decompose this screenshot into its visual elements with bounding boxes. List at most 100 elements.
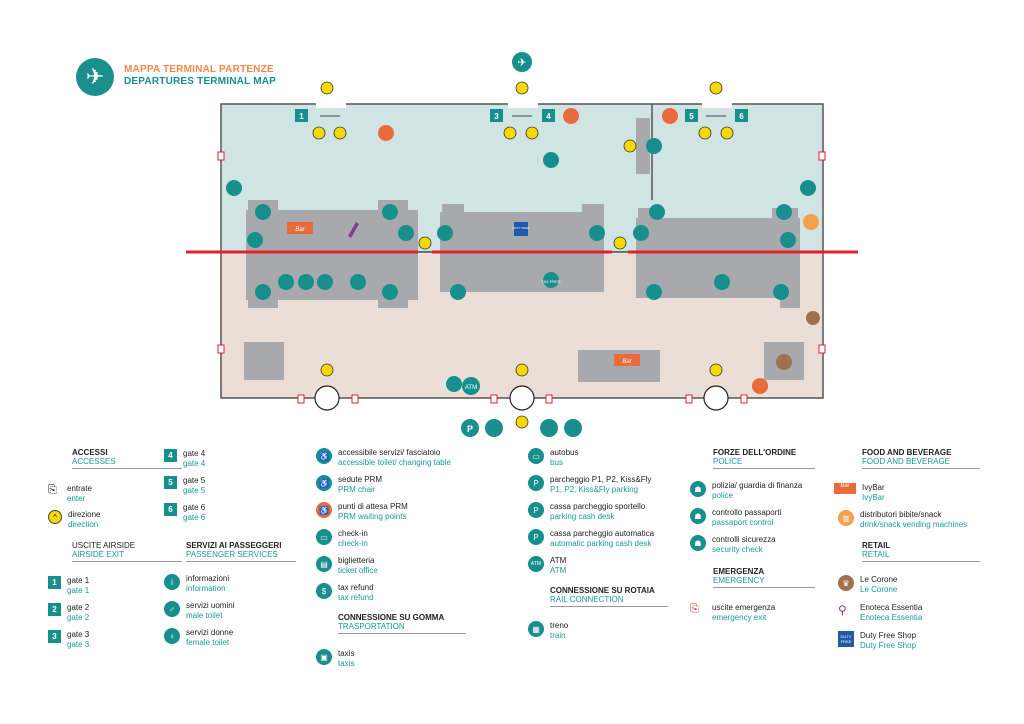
svg-text:5: 5	[689, 112, 694, 121]
prm-waiting-icon	[378, 108, 768, 394]
le-corone-icon	[806, 311, 820, 325]
ivybar-icon: Bar Bar	[287, 222, 640, 366]
gate-6-marker: 6	[735, 109, 748, 122]
page-title-it: MAPPA TERMINAL PARTENZE	[124, 64, 274, 75]
security-check-icon: ☗	[690, 535, 706, 551]
female-toilet-icon: ♀	[164, 628, 180, 644]
page-title-en: DEPARTURES TERMINAL MAP	[124, 76, 277, 87]
prm-chair-icon: ♿	[316, 475, 332, 491]
bus-icon: ▭	[528, 448, 544, 464]
svg-text:✈: ✈	[517, 57, 526, 69]
svg-text:6: 6	[739, 112, 744, 121]
duty-free-shop-icon: DUTY FREE	[838, 631, 854, 647]
svg-text:1: 1	[299, 112, 304, 121]
police-icon: ☗	[690, 481, 706, 497]
gate-5-marker: 5	[685, 109, 698, 122]
atm-icon: ATM	[528, 556, 544, 572]
vending-machine-icon	[803, 214, 819, 230]
automatic-parking-cash-desk-icon: P	[528, 529, 544, 545]
legend-servizi: SERVIZI AI PASSEGGERI PASSENGER SERVICES	[186, 541, 296, 562]
enoteca-icon	[348, 222, 359, 238]
legend-food: FOOD AND BEVERAGE FOOD AND BEVERAGE	[862, 448, 980, 469]
ticket-office-icon: ▤	[316, 556, 332, 572]
departures-plane-logo-icon: ✈	[76, 58, 114, 96]
check-in-icon: ▭	[316, 529, 332, 545]
gate-1-marker: 1	[295, 109, 308, 122]
duty-free-shop-icon: DUTY FREE	[513, 222, 530, 236]
svg-text:DUTY FREE: DUTY FREE	[513, 226, 530, 230]
le-corone-icon: ♛	[838, 575, 854, 591]
train-icon: ▦	[528, 621, 544, 637]
gate-3-marker: 3	[490, 109, 503, 122]
tax-refund-icon: $	[316, 583, 332, 599]
legend-rotaia: CONNESSIONE SU ROTAIA RAIL CONNECTION	[550, 586, 668, 607]
accessible-toilet-icon: ♿	[316, 448, 332, 464]
svg-text:ATM: ATM	[465, 385, 477, 391]
ivybar-icon: Bar	[834, 483, 856, 494]
parking-cash-desk-icon: P	[528, 502, 544, 518]
svg-text:Bar: Bar	[622, 359, 632, 365]
svg-text:P: P	[467, 424, 473, 434]
legend-forze: FORZE DELL'ORDINE POLICE	[713, 448, 815, 469]
legend-retail: RETAIL RETAIL	[862, 541, 980, 562]
legend-gomma: CONNESSIONE SU GOMMA TRASPORTATION	[338, 613, 466, 634]
svg-text:3: 3	[494, 112, 499, 121]
emergency-exit-icon: ⎘	[690, 603, 699, 615]
passport-control-icon: ☗	[690, 508, 706, 524]
legend-uscite: USCITE AIRSIDE AIRSIDE EXIT	[72, 541, 182, 562]
male-toilet-icon: ♂	[164, 601, 180, 617]
direction-icon	[312, 81, 734, 429]
taxi-icon: ▣	[316, 649, 332, 665]
enter-icon: ⎘	[48, 484, 57, 496]
parking-icon: P	[528, 475, 544, 491]
entrance-icon	[314, 385, 729, 411]
terminal-map: ✈ 1 3 4 5 6	[186, 52, 858, 437]
departures-plane-icon: ✈	[512, 52, 532, 72]
direction-icon: ^	[48, 510, 62, 524]
gate-4-marker: 4	[542, 109, 555, 122]
legend-emergenza: EMERGENZA EMERGENCY	[713, 567, 815, 588]
legend-accessi: ACCESSI ACCESSES	[72, 448, 182, 469]
emergency-exit-icon	[217, 151, 826, 404]
prm-waiting-icon: ♿	[316, 502, 332, 518]
vending-machine-icon: ▥	[838, 510, 854, 526]
svg-text:TAX FREE: TAX FREE	[541, 279, 561, 284]
svg-text:4: 4	[546, 112, 551, 121]
information-icon: i	[164, 574, 180, 590]
enoteca-icon: ⚲	[838, 603, 847, 617]
svg-text:Bar: Bar	[295, 227, 305, 233]
teal-service-icons	[226, 138, 816, 437]
